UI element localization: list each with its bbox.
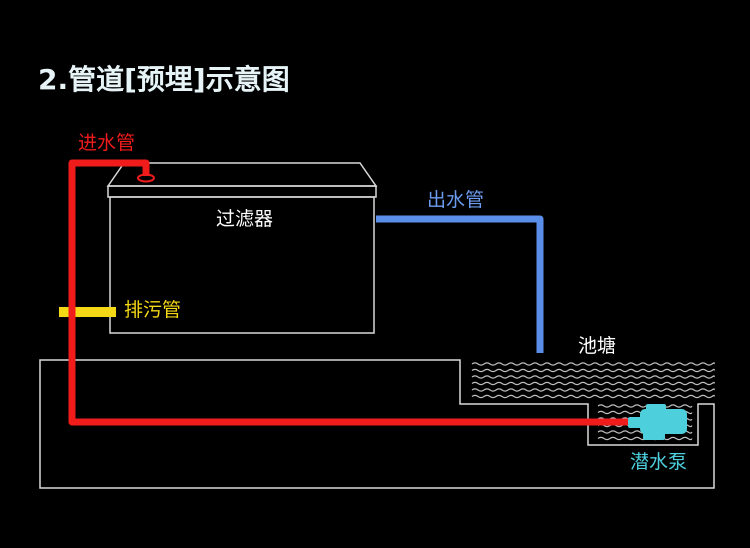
water-wave-line <box>471 362 715 366</box>
water-wave-line <box>597 404 693 408</box>
drain-pipe-label: 排污管 <box>124 299 182 321</box>
outlet-pipe <box>376 215 544 353</box>
water-wave-line <box>471 381 715 386</box>
drain-pipe <box>59 307 116 317</box>
inlet-pipe-label: 进水管 <box>78 132 136 154</box>
water-wave-line <box>471 394 715 399</box>
pond-label: 池塘 <box>578 335 617 357</box>
ground-basin-outline <box>39 359 715 489</box>
inlet-pipe-end <box>137 173 155 183</box>
page-title: 2.管道[预埋]示意图 <box>38 63 290 96</box>
inlet-pipe <box>68 159 632 426</box>
filter-label: 过滤器 <box>216 208 274 230</box>
outlet-pipe-label: 出水管 <box>427 189 485 211</box>
water-wave-line <box>471 375 715 379</box>
filter-lid-rim <box>107 185 377 198</box>
filter-body <box>109 196 375 334</box>
water-wave-line <box>471 368 715 373</box>
water-wave-line <box>471 388 715 392</box>
submersible-pump-icon <box>628 404 687 440</box>
filter-box <box>106 162 378 334</box>
pump-label: 潜水泵 <box>630 451 688 473</box>
